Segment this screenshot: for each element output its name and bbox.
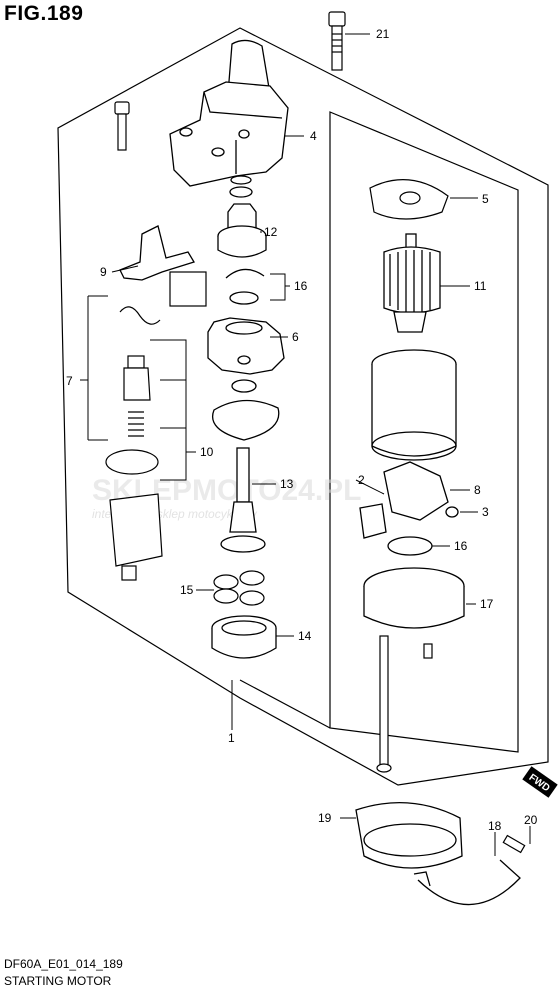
callout-17: 17	[480, 597, 494, 611]
callout-4: 4	[310, 129, 317, 143]
reference-code: DF60A_E01_014_189	[4, 957, 123, 971]
callout-3: 3	[482, 505, 489, 519]
figure-title: FIG.189	[4, 2, 84, 25]
washer-mid	[212, 379, 280, 441]
assembly-outline	[57, 27, 549, 786]
callout-12: 12	[264, 225, 278, 239]
callout-6: 6	[292, 330, 299, 344]
callout-16b: 16	[454, 539, 468, 553]
pinion-gear	[217, 175, 267, 258]
callout-15: 15	[180, 583, 194, 597]
callout-5: 5	[482, 192, 489, 206]
drive-housing	[169, 39, 289, 187]
callout-18: 18	[488, 819, 502, 833]
armature	[383, 233, 441, 333]
callout-19: 19	[318, 811, 332, 825]
callout-1: 1	[228, 731, 235, 745]
callout-13: 13	[280, 477, 294, 491]
callout-7: 7	[66, 374, 73, 388]
rear-cover	[363, 567, 465, 629]
subassembly-outline	[329, 111, 519, 753]
internal-gear	[211, 615, 277, 659]
end-plate	[369, 179, 449, 220]
gear-bracket	[207, 317, 285, 375]
callout-11: 11	[474, 279, 487, 293]
callout-16a: 16	[294, 279, 308, 293]
drive-shaft	[220, 447, 266, 553]
callout-20: 20	[524, 813, 538, 827]
callout-10: 10	[200, 445, 214, 459]
callout-9: 9	[100, 265, 107, 279]
through-bolt	[376, 635, 433, 773]
diagram-caption: STARTING MOTOR	[4, 974, 112, 988]
callout-21: 21	[376, 27, 390, 41]
clamp-band	[413, 859, 521, 906]
planet-gears	[213, 570, 265, 606]
yoke	[371, 349, 457, 461]
brush-holder	[359, 461, 459, 556]
callout-2: 2	[358, 473, 365, 487]
bolt-21	[328, 11, 346, 71]
shift-lever	[119, 225, 195, 281]
motor-cover	[355, 802, 463, 869]
magnetic-switch-parts	[105, 271, 207, 581]
callout-14: 14	[298, 629, 312, 643]
bolt-magnetic-switch	[114, 101, 130, 151]
snap-ring-upper	[225, 268, 265, 305]
callout-8: 8	[474, 483, 481, 497]
fwd-badge: FWD	[522, 766, 558, 798]
bolt-20	[502, 834, 526, 854]
